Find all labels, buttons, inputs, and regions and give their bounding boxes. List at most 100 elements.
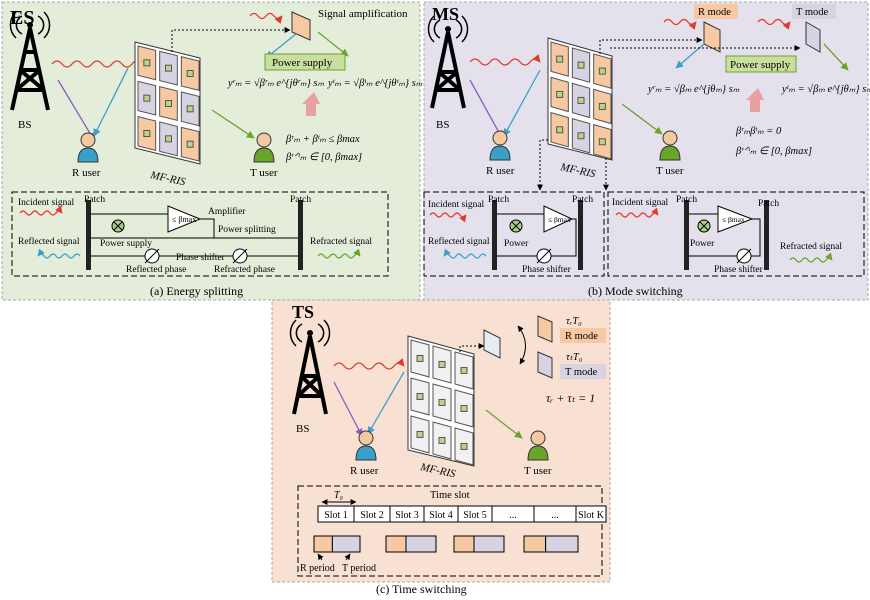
ms-right-patch-a [684, 200, 689, 270]
es-reflected-wave [93, 67, 129, 137]
r-period-bar [313, 535, 333, 553]
time-slot-label: Slot 2 [360, 510, 384, 521]
ms-t-user-icon [659, 130, 681, 161]
es-power-splitting-label: Power splitting [218, 225, 276, 235]
ris-element-core [438, 398, 446, 406]
ms-right-phase-label: Phase shifter [714, 264, 764, 275]
ms-reflected-wave [503, 69, 541, 137]
es-cons1: βʳₘ + βᵗₘ ≤ βmax [285, 134, 360, 145]
ris-element-core [438, 436, 446, 444]
time-slot-label: Slot 3 [395, 510, 419, 521]
ms-bs-tower-icon [427, 15, 469, 109]
ts-t-mode-element [537, 351, 553, 379]
ris-element-core [577, 61, 585, 69]
es-t-user-label: T user [250, 167, 278, 179]
es-refracted-phase-label: Refracted phase [214, 264, 275, 275]
es-signal-amp-label: Signal amplification [318, 8, 408, 20]
es-r-user-label: R user [72, 167, 101, 179]
ms-t-mode-box [792, 4, 836, 19]
ts-tau-eq: τᵣ + τₜ = 1 [546, 391, 595, 405]
ris-element-core [577, 132, 585, 140]
es-bs-to-ruser-wave [57, 79, 95, 141]
ts-incident-wave [333, 358, 405, 370]
ms-left-incident-wave [429, 212, 467, 223]
ts-time-slot-label: Time slot [430, 490, 470, 501]
ts-r-mode-label: R mode [565, 331, 598, 342]
ts-panel: TS BS R user MF-RIS τᵣT₀ R mode τₜT₀ [289, 302, 607, 596]
ms-bs-to-ruser-wave [469, 79, 503, 139]
ms-left-patch-label: Patch [488, 195, 509, 205]
es-power-supply-label: Power supply [272, 57, 333, 69]
r-period-bar [385, 535, 407, 553]
ms-right-patch-b [764, 200, 769, 270]
ms-left-amp-symbol: ≤ βmax [548, 215, 571, 224]
ms-tmode-in-wave [757, 18, 791, 30]
t-period-bar [405, 535, 437, 553]
ms-left-incident-label: Incident signal [428, 200, 485, 210]
time-slot-label: Slot 5 [463, 510, 487, 521]
ms-ris-elements [550, 41, 612, 160]
ts-bs-to-ruser-wave [333, 381, 363, 437]
ts-tag: TS [292, 302, 314, 322]
time-slot-label: Slot 1 [324, 510, 348, 521]
ts-switch-arc-icon [517, 325, 526, 365]
ms-reflected-wave-circuit [443, 248, 487, 259]
es-circuit-refracted-wave [317, 248, 361, 259]
ris-element-core [598, 138, 606, 146]
t-period-bar [473, 535, 505, 553]
ms-r-mode-element [703, 21, 721, 53]
ms-refracted-wave-circuit [789, 252, 833, 263]
ms-left-patch-a [492, 200, 497, 270]
es-amp-symbol: ≤ βmax [172, 215, 196, 224]
es-up-arrow-icon [302, 92, 320, 116]
ms-left-phase-label: Phase shifter [522, 264, 572, 275]
ts-ris-elements [410, 339, 474, 466]
es-ris-elements [137, 45, 200, 162]
ts-period-row [313, 535, 579, 553]
ms-left-patch-b [578, 200, 583, 270]
ms-right-circuit-box [607, 191, 865, 277]
es-reflected-label: Reflected signal [18, 236, 80, 247]
es-circuit-incident-wave [19, 205, 63, 216]
ts-t-period-label: T period [342, 563, 376, 574]
ts-t0-label: T₀ [334, 490, 344, 501]
ris-element-core [143, 94, 151, 102]
ts-r-user-icon [355, 430, 377, 461]
ms-eq-t: yᵗₘ = √βₘ e^{jθₘ} sₘ [781, 83, 870, 95]
es-patch-right-label: Patch [290, 195, 311, 205]
es-amplifier-triangle-icon [167, 205, 202, 233]
ms-r-mode-label: R mode [698, 7, 731, 18]
ts-caption: (c) Time switching [376, 582, 467, 596]
ts-t-user-label: T user [524, 465, 552, 477]
ts-time-slot-box [297, 485, 603, 577]
es-t-user-icon [253, 132, 275, 163]
ms-eq-r: yʳₘ = √βₘ e^{jθₘ} sₘ [647, 83, 740, 95]
time-slot-label: Slot K [578, 510, 605, 521]
ms-tmode-out-wave [823, 43, 849, 71]
ris-element-core [556, 126, 564, 134]
es-patch-left-label: Patch [84, 195, 105, 205]
es-refract-wave [211, 109, 255, 139]
ms-up-arrow-icon [746, 88, 764, 112]
ris-element-core [460, 442, 468, 450]
ms-left-amp-icon [543, 205, 574, 233]
ms-left-circuit-box [423, 191, 605, 277]
es-cons2: βʳᐟᵗₘ ∈ [0, βmax] [285, 152, 362, 163]
ris-element-core [556, 90, 564, 98]
ts-bs-label: BS [296, 423, 309, 435]
es-incident-wave [51, 56, 143, 68]
ris-element-core [577, 96, 585, 104]
ris-element-core [598, 67, 606, 75]
ris-element-core [598, 102, 606, 110]
ms-right-power-label: Power [690, 239, 715, 249]
ms-right-incident-label: Incident signal [612, 198, 669, 208]
ms-power-supply-box [725, 55, 797, 73]
ms-left-patch-label-2: Patch [572, 195, 593, 205]
ms-r-mode-box [694, 4, 738, 19]
es-circuit-box [11, 191, 389, 277]
es-panel-bg [1, 1, 421, 301]
ms-refracted-label: Refracted signal [780, 241, 842, 252]
